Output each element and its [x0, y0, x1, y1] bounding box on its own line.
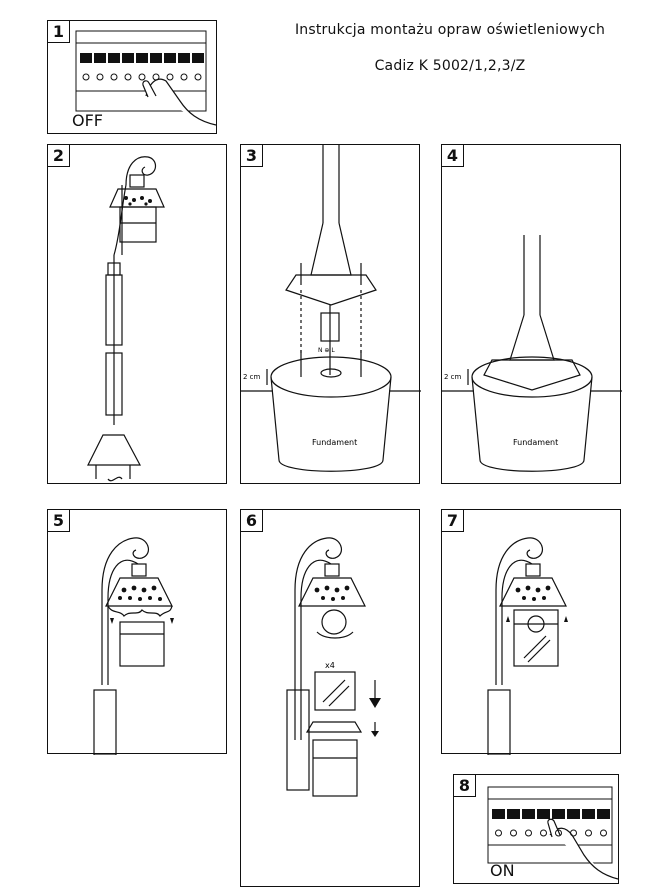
breaker-terminal: [540, 829, 547, 837]
depth-measure-label: 2 cm: [243, 373, 261, 381]
step-3-panel: 2 cm Fundament N ⊕ L 3: [240, 144, 421, 484]
breaker-toggle: [80, 53, 92, 63]
breaker-toggle: [537, 809, 550, 819]
breaker-illustration: [75, 30, 217, 126]
breaker-toggle: [522, 809, 535, 819]
foundation-fixed-illustration: 2 cm Fundament: [442, 235, 622, 472]
breaker-toggle: [108, 53, 120, 63]
step-1-panel: 1 OFF: [47, 20, 217, 134]
step-2-panel: 2: [47, 144, 227, 484]
on-label: ON: [490, 861, 515, 880]
step-number: 8: [454, 775, 476, 797]
breaker-toggle: [552, 809, 565, 819]
breaker-toggle: [492, 809, 505, 819]
breaker-toggle: [178, 53, 190, 63]
step-5-panel: 5: [47, 509, 227, 755]
breaker-on-illustration: [487, 786, 619, 880]
step-7-panel: 7: [441, 509, 621, 755]
breaker-toggle: [507, 809, 520, 819]
breaker-terminal: [166, 73, 174, 81]
breaker-toggle: [164, 53, 176, 63]
breaker-terminal: [124, 73, 132, 81]
depth-measure-label: 2 cm: [444, 373, 462, 381]
breaker-toggle: [136, 53, 148, 63]
lantern-install-illustration: [93, 537, 174, 755]
breaker-terminal: [525, 829, 532, 837]
glass-count-label: x4: [325, 661, 335, 670]
step-number: 6: [241, 510, 263, 532]
breaker-toggle: [122, 53, 134, 63]
step-8-panel: 8 ON: [453, 774, 619, 884]
breaker-terminal: [555, 829, 562, 837]
terminal-labels: N ⊕ L: [318, 347, 335, 354]
step-number: 2: [48, 145, 70, 167]
title-line-2: Cadiz K 5002/1,2,3/Z: [374, 58, 526, 74]
breaker-terminal: [96, 73, 104, 81]
step-number: 7: [442, 510, 464, 532]
step-number: 1: [48, 21, 70, 43]
breaker-terminal: [180, 73, 188, 81]
breaker-toggle: [94, 53, 106, 63]
breaker-terminal: [110, 73, 118, 81]
lamp-assembly-illustration: [87, 156, 165, 482]
step-number: 4: [442, 145, 464, 167]
breaker-terminal: [510, 829, 517, 837]
breaker-terminal: [82, 73, 90, 81]
foundation-label: Fundament: [513, 438, 558, 447]
step-6-panel: x4 6: [240, 509, 420, 887]
breaker-terminal: [138, 73, 146, 81]
breaker-terminal: [570, 829, 577, 837]
step-number: 3: [241, 145, 263, 167]
breaker-toggle: [192, 53, 204, 63]
title-line-1: Instrukcja montażu opraw oświetleniowych: [294, 22, 606, 38]
breaker-toggle: [597, 809, 610, 819]
off-label: OFF: [72, 111, 103, 130]
foundation-label: Fundament: [312, 438, 357, 447]
breaker-toggle: [150, 53, 162, 63]
breaker-terminal: [600, 829, 607, 837]
breaker-toggle: [582, 809, 595, 819]
foundation-mount-illustration: 2 cm Fundament N ⊕ L: [241, 145, 421, 472]
breaker-toggle: [567, 809, 580, 819]
breaker-terminal: [585, 829, 592, 837]
bulb-glass-install-illustration: x4: [286, 537, 381, 797]
breaker-terminal: [194, 73, 202, 81]
breaker-terminal: [495, 829, 502, 837]
breaker-terminal: [152, 73, 160, 81]
step-number: 5: [48, 510, 70, 532]
lantern-complete-illustration: [487, 537, 568, 755]
step-4-panel: 2 cm Fundament 4: [441, 144, 622, 484]
